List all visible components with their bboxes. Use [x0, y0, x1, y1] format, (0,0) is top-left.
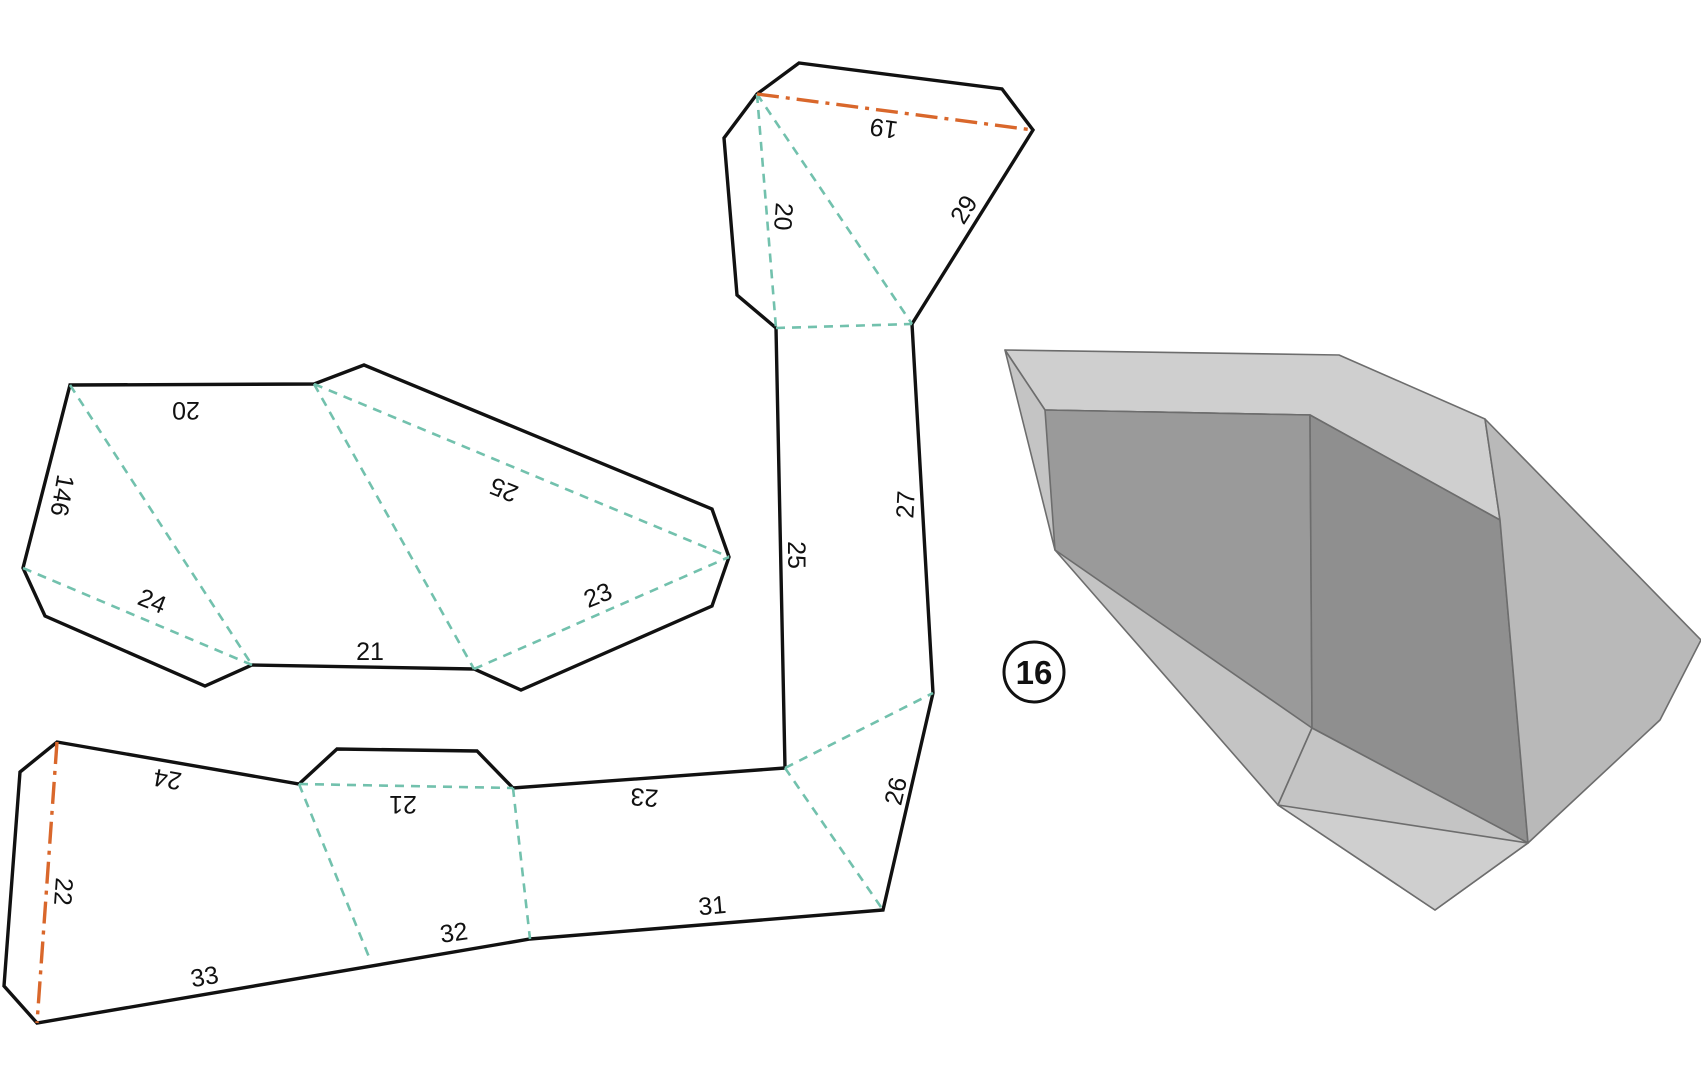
edge-label: 25 [782, 541, 810, 569]
edge-label: 33 [188, 961, 220, 993]
long-strip-piece: 19 20 29 25 27 26 24 22 21 23 31 32 33 [2, 61, 1036, 1025]
step-badge-circle [1002, 640, 1066, 704]
upper-left-piece-folds [22, 382, 730, 671]
fold-line [775, 322, 913, 330]
edge-label: 21 [389, 790, 417, 818]
edge-label: 26 [879, 775, 913, 808]
step-badge: 16 [1002, 640, 1066, 704]
preview-right-face [1484, 418, 1701, 844]
edge-label: 21 [356, 638, 384, 666]
mountain-fold-line [35, 741, 59, 1024]
edge-label: 19 [868, 112, 899, 144]
edge-label: 20 [172, 396, 200, 424]
fold-line [473, 555, 730, 671]
edge-label: 27 [891, 490, 920, 519]
fold-line [68, 384, 254, 666]
long-strip-piece-outline [2, 61, 1036, 1025]
upper-left-piece: 20 146 25 24 21 23 [21, 363, 731, 692]
preview-lower-band [1277, 804, 1529, 911]
mountain-fold-line [756, 92, 1034, 132]
edge-label: 31 [697, 891, 727, 921]
fold-line [313, 382, 730, 559]
step-number: 16 [1016, 654, 1053, 691]
fold-line [298, 782, 514, 790]
fold-line [755, 93, 778, 329]
assembled-3d-preview [1004, 349, 1701, 911]
edge-label: 20 [768, 202, 798, 232]
fold-line [312, 383, 476, 670]
edge-label: 32 [438, 917, 469, 949]
edge-label: 24 [151, 763, 183, 795]
upper-left-piece-outline [21, 363, 731, 692]
edge-label: 22 [48, 877, 78, 907]
long-strip-piece-folds [35, 92, 1034, 1024]
edge-label: 23 [630, 782, 660, 812]
fold-line [783, 767, 885, 911]
fold-line [784, 691, 934, 770]
fold-line [755, 93, 914, 325]
